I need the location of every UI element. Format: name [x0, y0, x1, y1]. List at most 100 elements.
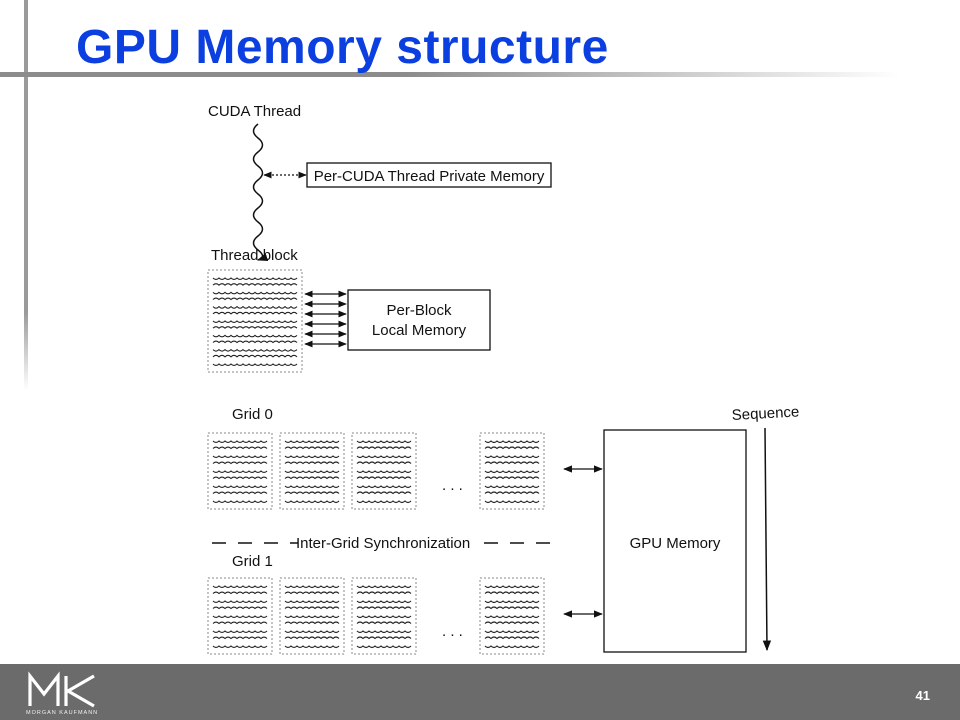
- grid1-block-2-thread: [284, 615, 340, 619]
- grid1-block-4-thread: [484, 621, 540, 625]
- grid0-block-2-thread: [284, 470, 340, 474]
- thread-block-thread: [212, 291, 298, 295]
- grid1-block-3-thread: [356, 645, 412, 649]
- grid1-block-3-thread: [356, 630, 412, 634]
- thread-block-thread: [212, 297, 298, 301]
- grid1-block-3-thread: [356, 636, 412, 640]
- grid0-block-1-thread: [212, 461, 268, 465]
- thread-block-thread: [212, 354, 298, 358]
- grid0-block-3-thread: [356, 476, 412, 480]
- horizontal-rule: [0, 72, 900, 77]
- thread-block-thread: [212, 277, 298, 281]
- grid1-block-3-thread: [356, 606, 412, 610]
- grid1-block-2-thread: [284, 621, 340, 625]
- grid1-ellipsis: . . .: [442, 623, 463, 640]
- sync-label: Inter-Grid Synchronization: [296, 535, 470, 552]
- grid1-block-2-thread: [284, 636, 340, 640]
- grid1-block-4-thread: [484, 591, 540, 595]
- block-memory-box: [347, 289, 491, 351]
- grid0-block-3-thread: [356, 485, 412, 489]
- grid1-block-4-frame: [479, 577, 545, 655]
- grid1-block-1-frame: [207, 577, 273, 655]
- private-memory-label: Per-CUDA Thread Private Memory: [314, 168, 545, 185]
- grid1-block-4-thread: [484, 615, 540, 619]
- grid1-block-4-thread: [484, 630, 540, 634]
- grid0-block-2-thread: [284, 440, 340, 444]
- grid0-block-1-thread: [212, 485, 268, 489]
- grid0-block-4-thread: [484, 476, 540, 480]
- block-memory-arrows: [304, 290, 347, 348]
- vertical-rule: [24, 0, 28, 390]
- grid0-block-3-thread: [356, 491, 412, 495]
- grid0-block-1-thread: [212, 491, 268, 495]
- grid0-block-4-thread: [484, 500, 540, 504]
- grid0-block-4-thread: [484, 446, 540, 450]
- logo-text: MORGAN KAUFMANN: [26, 710, 99, 716]
- cuda-thread-squiggle: [252, 123, 269, 261]
- grid1-block-2-thread: [284, 600, 340, 604]
- grid0-block-2-thread: [284, 446, 340, 450]
- thread-block-thread: [212, 305, 298, 309]
- memory-diagram: CUDA Thread Per-CUDA Thread Private Memo…: [207, 103, 800, 655]
- grid0-block-3-thread: [356, 455, 412, 459]
- grid0-block-1-thread: [212, 476, 268, 480]
- grid0-block-4-thread: [484, 455, 540, 459]
- footer-bar: MORGAN KAUFMANN 41: [0, 664, 960, 720]
- grid0-block-2-thread: [284, 491, 340, 495]
- grid1-block-1-thread: [212, 606, 268, 610]
- gpu-memory-label: GPU Memory: [630, 535, 721, 552]
- grid1-block-2-thread: [284, 606, 340, 610]
- grid1-block-1-thread: [212, 630, 268, 634]
- grid1-block-1-thread: [212, 615, 268, 619]
- thread-block-label: Thread block: [211, 247, 298, 264]
- grid1-blocks: [207, 577, 545, 655]
- grid1-block-2-thread: [284, 630, 340, 634]
- thread-block-thread: [212, 283, 298, 286]
- grid0-block-4-thread: [484, 485, 540, 489]
- grid1-block-1-thread: [212, 591, 268, 595]
- grid0-ellipsis: . . .: [442, 477, 463, 494]
- page-title: GPU Memory structure: [76, 21, 609, 74]
- grid0-block-2-thread: [284, 500, 340, 504]
- grid0-label: Grid 0: [232, 406, 273, 423]
- thread-block-frame: [207, 269, 303, 373]
- grid0-block-2-thread: [284, 455, 340, 459]
- grid0-block-1-thread: [212, 500, 268, 504]
- grid0-block-4-frame: [479, 432, 545, 510]
- thread-block-thread: [212, 348, 298, 352]
- sequence-label: Sequence: [731, 403, 799, 424]
- page-number: 41: [915, 688, 930, 703]
- grid0-block-3-thread: [356, 470, 412, 474]
- thread-block-thread: [212, 340, 298, 344]
- grid0-block-3-thread: [356, 461, 412, 465]
- private-memory-box: [306, 162, 552, 188]
- sequence-arrow: [762, 427, 772, 652]
- cuda-thread-label: CUDA Thread: [208, 103, 301, 120]
- mk-logo-icon: [28, 671, 95, 708]
- grid0-block-1-thread: [212, 440, 268, 444]
- grid0-block-4-thread: [484, 491, 540, 495]
- block-memory-line1: Per-Block: [386, 302, 452, 319]
- grid1-block-3-thread: [356, 621, 412, 625]
- grid1-block-1-thread: [212, 585, 268, 589]
- grid1-block-2-frame: [279, 577, 345, 655]
- grid1-block-4-thread: [484, 600, 540, 604]
- thread-block: [207, 269, 303, 373]
- grid0-blocks: [207, 432, 545, 510]
- thread-block-thread: [212, 363, 298, 367]
- grid0-block-1-thread: [212, 470, 268, 474]
- grid0-block-1-thread: [212, 446, 268, 450]
- block-memory-line2: Local Memory: [372, 322, 467, 339]
- grid1-block-1-thread: [212, 636, 268, 640]
- grid1-block-3-thread: [356, 585, 412, 589]
- grid0-block-2-frame: [279, 432, 345, 510]
- grid0-block-4-thread: [484, 461, 540, 465]
- gpu-memory-box: [603, 429, 747, 653]
- grid0-block-2-thread: [284, 476, 340, 480]
- grid1-block-3-thread: [356, 615, 412, 619]
- grid0-block-1-thread: [212, 455, 268, 459]
- grid1-block-4-thread: [484, 636, 540, 640]
- grid1-block-1-thread: [212, 600, 268, 604]
- grid1-block-1-thread: [212, 645, 268, 649]
- grid0-block-4-thread: [484, 470, 540, 474]
